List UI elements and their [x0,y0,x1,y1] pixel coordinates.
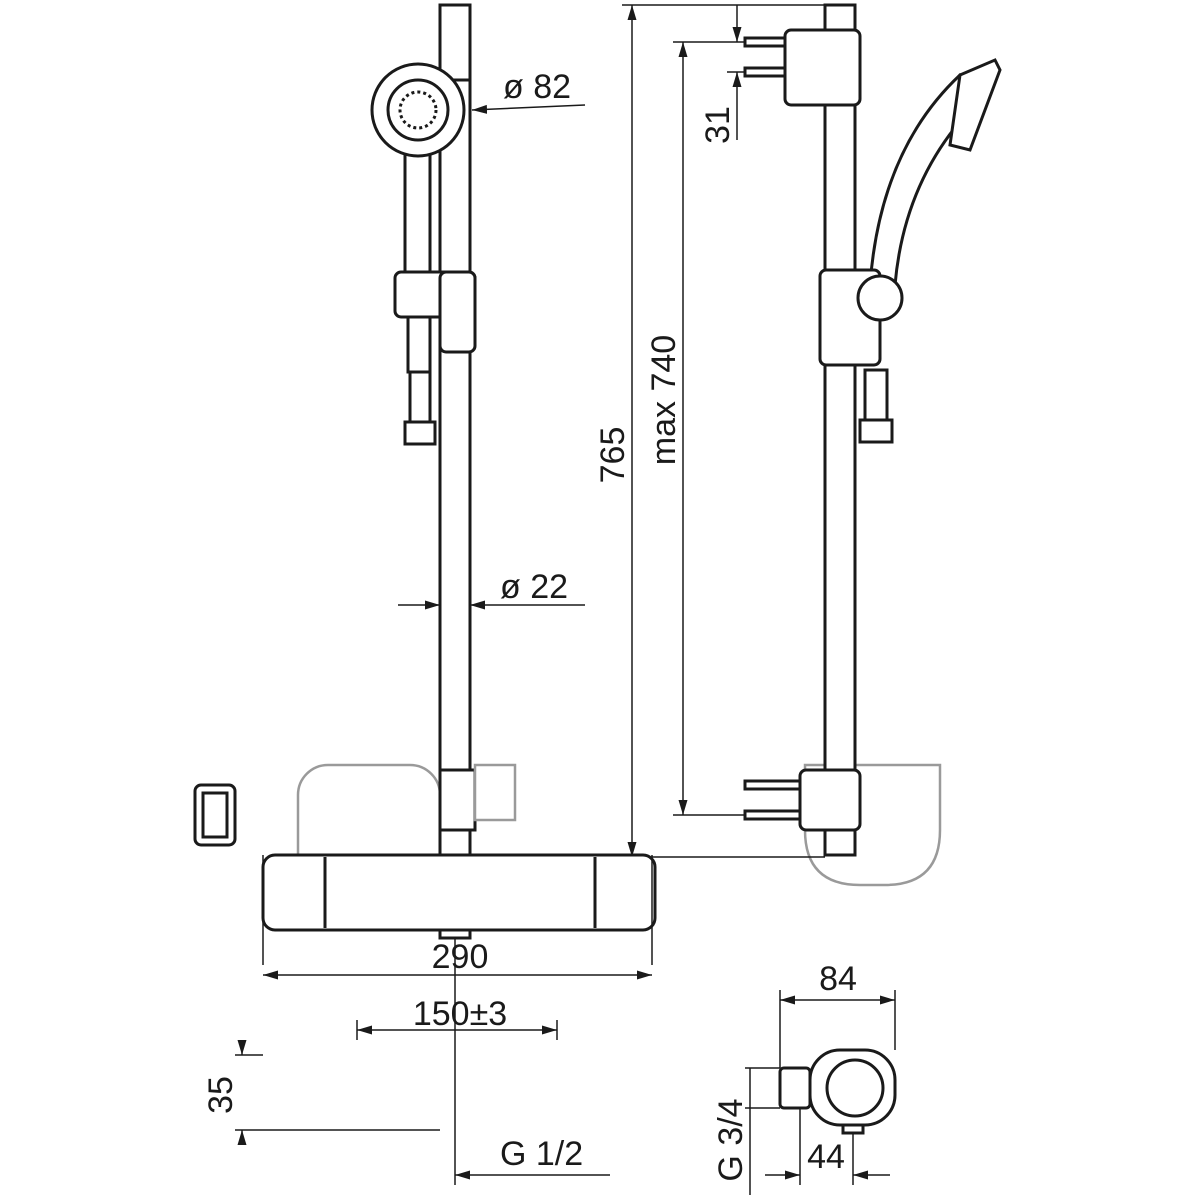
dim-rail-diameter: ø 22 [500,568,568,606]
dish-clip [473,763,517,822]
top-bracket [783,28,862,107]
dim-mixer-height: 35 [202,1076,240,1114]
inlet-connector [778,1066,812,1110]
end-cap-detail [193,783,237,847]
dim-mixer-depth: 84 [819,960,857,998]
hose [406,315,432,374]
dim-overall-length: 765 [594,427,632,484]
front-view: ø 82 ø 22 [193,3,586,887]
slide-rail-side [823,3,857,857]
dim-inlet-offset: 44 [807,1138,845,1176]
dim-mixer-cc: 150±3 [413,995,507,1033]
dim-bracket-offset: 31 [699,106,737,144]
side-view: 765 max 740 31 [594,3,1002,887]
mixer-side-view: 84 G 3/4 44 [712,960,897,1195]
shower-head [370,62,466,158]
dim-max-spacing: max 740 [645,335,683,465]
handle [403,148,432,292]
dim-head-diameter: ø 82 [503,68,571,106]
bottom-bracket [798,768,862,832]
dim-inlet-thread: G 3/4 [712,1098,750,1181]
dim-mixer-width: 290 [432,938,489,976]
bottom-cap [438,768,477,832]
dim-outlet-thread: G 1/2 [500,1135,583,1173]
top-cap [438,3,472,82]
mixer-front-view: 290 150±3 35 G 1/2 [202,853,657,1185]
